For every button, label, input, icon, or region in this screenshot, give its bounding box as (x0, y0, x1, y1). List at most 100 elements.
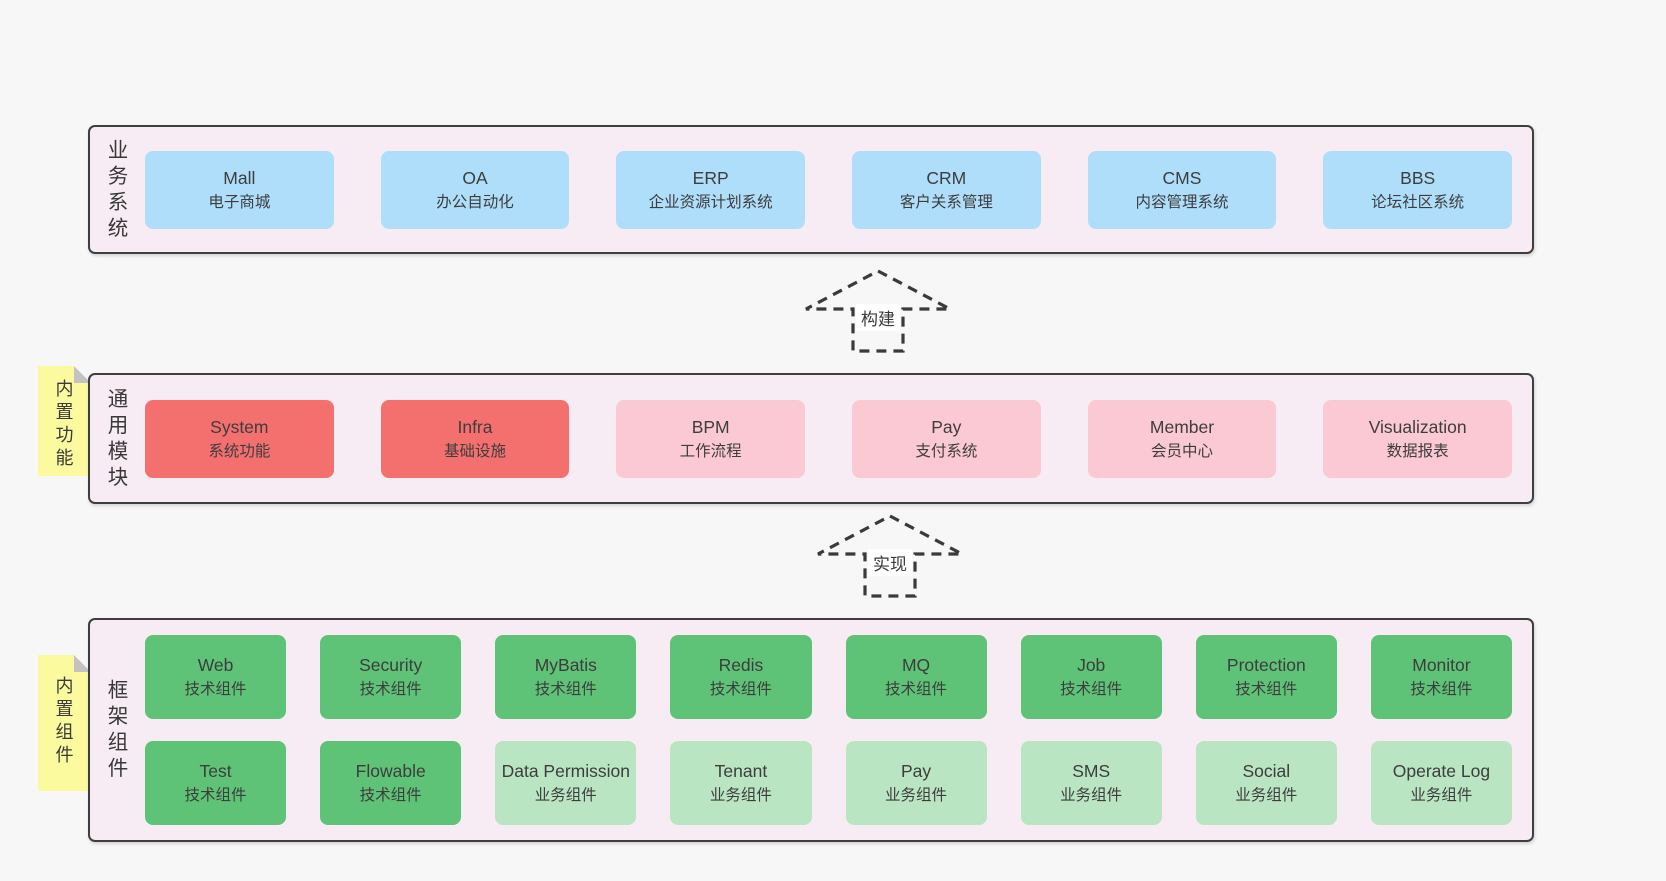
sticky-builtin-components: 内置组件 (38, 655, 91, 791)
box-name: BPM (691, 416, 730, 437)
box-tenant: Tenant 业务组件 (670, 741, 812, 825)
box-desc: 业务组件 (885, 787, 948, 804)
box-web: Web 技术组件 (145, 635, 287, 719)
components-layer-label: 框架组件 (107, 679, 129, 780)
box-name: Member (1149, 416, 1215, 437)
box-name: Flowable (355, 761, 426, 781)
common-modules-layer: 通用模块 System 系统功能 Infra 基础设施 BPM 工作流程 Pay… (88, 373, 1534, 504)
box-name: CRM (926, 167, 967, 188)
sticky-builtin-features: 内置功能 (38, 366, 91, 476)
component-boxes: Web 技术组件 Security 技术组件 MyBatis 技术组件 Redi… (145, 635, 1512, 825)
box-visualization: Visualization 数据报表 (1323, 399, 1512, 478)
box-cms: CMS 内容管理系统 (1087, 150, 1277, 229)
business-layer-label: 业务系统 (107, 138, 129, 240)
box-flowable: Flowable 技术组件 (320, 741, 462, 825)
box-name: Security (359, 655, 423, 675)
box-desc: 技术组件 (184, 787, 247, 804)
box-name: Pay (931, 416, 962, 437)
business-boxes: Mall 电子商城 OA 办公自动化 ERP 企业资源计划系统 CRM 客户关系… (145, 150, 1512, 229)
implement-arrow: 实现 (815, 513, 965, 599)
box-desc: 技术组件 (534, 681, 597, 698)
box-operate-log: Operate Log 业务组件 (1370, 741, 1512, 825)
box-name: Mall (223, 167, 256, 188)
box-monitor: Monitor 技术组件 (1370, 635, 1512, 719)
framework-components-layer: 框架组件 Web 技术组件 Security 技术组件 MyBatis 技术组件… (88, 618, 1534, 842)
box-pay-component: Pay 业务组件 (845, 741, 987, 825)
sticky-label: 内置功能 (55, 379, 74, 468)
up-arrow-icon (817, 514, 963, 598)
box-redis: Redis 技术组件 (670, 635, 812, 719)
box-name: Pay (900, 761, 932, 781)
box-member: Member 会员中心 (1087, 399, 1277, 478)
box-desc: 客户关系管理 (899, 193, 993, 211)
box-name: SMS (1072, 761, 1111, 781)
box-system: System 系统功能 (145, 399, 334, 478)
box-desc: 会员中心 (1150, 442, 1213, 460)
box-mall: Mall 电子商城 (145, 150, 334, 229)
box-name: Operate Log (1392, 761, 1491, 781)
box-name: MyBatis (534, 655, 597, 675)
box-name: ERP (692, 167, 729, 188)
box-desc: 业务组件 (709, 787, 772, 804)
box-test: Test 技术组件 (145, 741, 287, 825)
box-name: Visualization (1368, 416, 1467, 437)
modules-layer-label: 通用模块 (107, 387, 129, 489)
box-bpm: BPM 工作流程 (616, 399, 805, 478)
box-desc: 办公自动化 (436, 193, 514, 211)
box-name: Infra (457, 416, 493, 437)
box-name: Protection (1226, 655, 1306, 675)
build-arrow-label: 构建 (856, 304, 900, 331)
box-desc: 业务组件 (1060, 787, 1123, 804)
box-name: System (210, 416, 269, 437)
box-desc: 工作流程 (679, 442, 742, 460)
box-desc: 电子商城 (208, 193, 271, 211)
box-desc: 技术组件 (709, 681, 772, 698)
sticky-label: 内置组件 (55, 676, 74, 765)
box-social: Social 业务组件 (1195, 741, 1337, 825)
up-arrow-icon (805, 269, 951, 353)
box-name: Test (199, 761, 232, 781)
box-desc: 业务组件 (1235, 787, 1298, 804)
box-name: Redis (718, 655, 764, 675)
box-desc: 基础设施 (443, 442, 506, 460)
box-desc: 技术组件 (885, 681, 948, 698)
box-name: Social (1242, 761, 1291, 781)
box-name: Monitor (1412, 655, 1471, 675)
box-name: Web (197, 655, 234, 675)
box-desc: 论坛社区系统 (1371, 193, 1465, 211)
box-desc: 内容管理系统 (1135, 193, 1229, 211)
box-name: OA (462, 167, 488, 188)
box-job: Job 技术组件 (1020, 635, 1162, 719)
build-arrow: 构建 (803, 268, 953, 354)
box-crm: CRM 客户关系管理 (852, 150, 1041, 229)
box-desc: 系统功能 (208, 442, 271, 460)
box-desc: 技术组件 (184, 681, 247, 698)
box-desc: 技术组件 (359, 787, 422, 804)
box-mybatis: MyBatis 技术组件 (495, 635, 637, 719)
box-desc: 技术组件 (1060, 681, 1123, 698)
box-sms: SMS 业务组件 (1020, 741, 1162, 825)
box-desc: 企业资源计划系统 (648, 193, 773, 211)
box-desc: 业务组件 (1410, 787, 1473, 804)
box-oa: OA 办公自动化 (380, 150, 570, 229)
box-name: MQ (901, 655, 931, 675)
box-name: CMS (1162, 167, 1202, 188)
box-mq: MQ 技术组件 (845, 635, 987, 719)
box-desc: 技术组件 (1235, 681, 1298, 698)
box-name: Tenant (714, 761, 768, 781)
implement-arrow-label: 实现 (868, 549, 912, 576)
box-name: Job (1077, 655, 1106, 675)
box-name: BBS (1400, 167, 1436, 188)
box-desc: 技术组件 (359, 681, 422, 698)
business-systems-layer: 业务系统 Mall 电子商城 OA 办公自动化 ERP 企业资源计划系统 CRM… (88, 125, 1534, 254)
folded-corner-icon (74, 655, 91, 672)
box-security: Security 技术组件 (320, 635, 462, 719)
folded-corner-icon (74, 366, 91, 383)
box-desc: 数据报表 (1386, 442, 1449, 460)
box-desc: 支付系统 (915, 442, 978, 460)
box-desc: 业务组件 (534, 787, 597, 804)
box-desc: 技术组件 (1410, 681, 1473, 698)
module-boxes: System 系统功能 Infra 基础设施 BPM 工作流程 Pay 支付系统… (145, 399, 1512, 478)
box-pay-module: Pay 支付系统 (852, 399, 1041, 478)
